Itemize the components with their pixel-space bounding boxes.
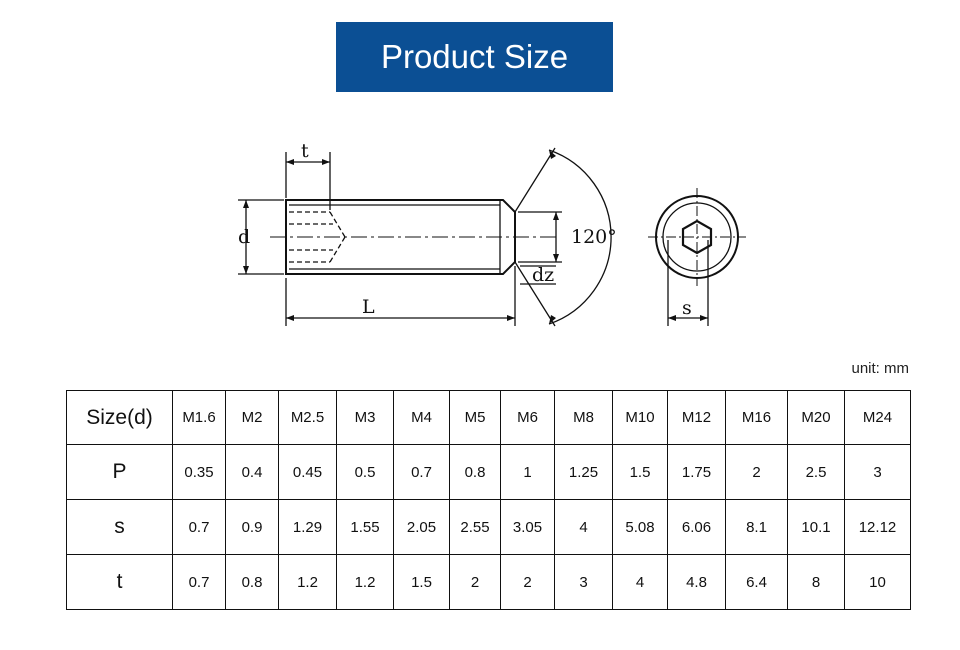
s-dimension-label: s: [682, 297, 692, 319]
table-cell: 10.1: [787, 499, 845, 555]
table-cell: 0.8: [449, 444, 501, 500]
page-title: Product Size: [336, 22, 613, 92]
d-dimension-label: d: [238, 226, 250, 248]
table-cell: 8.1: [725, 499, 788, 555]
table-cell: 2.5: [787, 444, 845, 500]
table-cell: M5: [449, 390, 501, 445]
table-cell: 1.5: [612, 444, 668, 500]
table-cell: M4: [393, 390, 450, 445]
table-cell: 3: [844, 444, 911, 500]
row-header: Size(d): [66, 390, 173, 445]
row-header: s: [66, 499, 173, 555]
table-cell: 1.2: [278, 554, 337, 610]
table-cell: M3: [336, 390, 394, 445]
table-cell: M20: [787, 390, 845, 445]
table-cell: 1: [500, 444, 555, 500]
table-cell: M16: [725, 390, 788, 445]
table-cell: 0.7: [393, 444, 450, 500]
table-cell: M24: [844, 390, 911, 445]
table-cell: 2.05: [393, 499, 450, 555]
table-cell: M2.5: [278, 390, 337, 445]
table-cell: 0.5: [336, 444, 394, 500]
table-cell: M2: [225, 390, 279, 445]
table-cell: 3.05: [500, 499, 555, 555]
table-cell: 0.4: [225, 444, 279, 500]
table-cell: 1.55: [336, 499, 394, 555]
unit-label: unit: mm: [851, 360, 909, 377]
table-cell: 6.4: [725, 554, 788, 610]
table-cell: 0.9: [225, 499, 279, 555]
table-cell: 10: [844, 554, 911, 610]
table-cell: M6: [500, 390, 555, 445]
row-header: t: [66, 554, 173, 610]
table-cell: M8: [554, 390, 613, 445]
table-cell: 5.08: [612, 499, 668, 555]
table-cell: M10: [612, 390, 668, 445]
dz-dimension-label: dz: [532, 264, 554, 286]
table-cell: 0.7: [172, 499, 226, 555]
table-cell: 4: [554, 499, 613, 555]
table-cell: 1.75: [667, 444, 726, 500]
angle-label: 120°: [571, 226, 617, 248]
table-cell: 1.29: [278, 499, 337, 555]
table-cell: 0.35: [172, 444, 226, 500]
row-header: P: [66, 444, 173, 500]
table-cell: 4.8: [667, 554, 726, 610]
table-cell: 12.12: [844, 499, 911, 555]
table-cell: 2: [449, 554, 501, 610]
table-cell: 1.5: [393, 554, 450, 610]
table-cell: 1.2: [336, 554, 394, 610]
table-cell: M12: [667, 390, 726, 445]
table-cell: 2.55: [449, 499, 501, 555]
table-cell: 0.7: [172, 554, 226, 610]
table-cell: 3: [554, 554, 613, 610]
table-cell: 0.8: [225, 554, 279, 610]
table-cell: 0.45: [278, 444, 337, 500]
table-cell: 6.06: [667, 499, 726, 555]
table-cell: 2: [500, 554, 555, 610]
table-cell: 4: [612, 554, 668, 610]
table-cell: 2: [725, 444, 788, 500]
L-dimension-label: L: [362, 296, 375, 318]
set-screw-drawing: t d L dz 120° s: [238, 140, 746, 327]
table-cell: 1.25: [554, 444, 613, 500]
t-dimension-label: t: [301, 140, 309, 162]
table-cell: M1.6: [172, 390, 226, 445]
table-cell: 8: [787, 554, 845, 610]
